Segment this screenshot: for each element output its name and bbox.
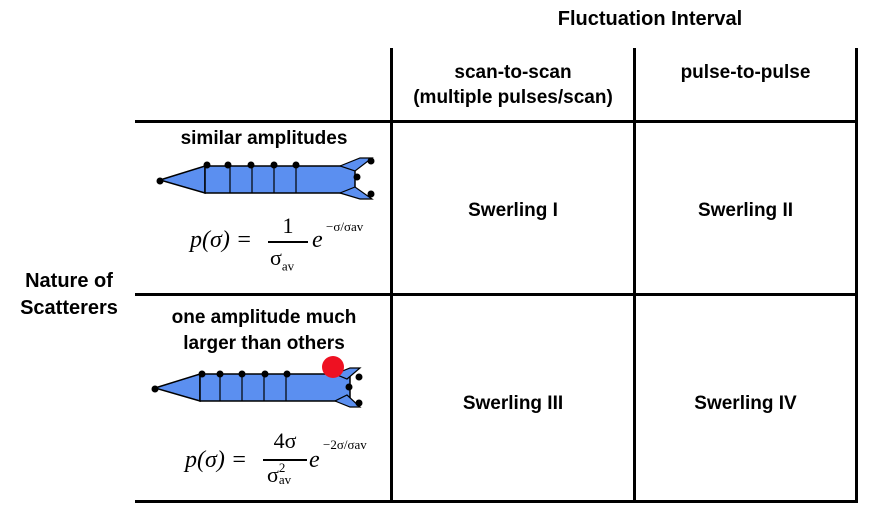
row1-formula-exponent: −σ/σav (326, 219, 364, 234)
grid-line-middle (135, 293, 858, 296)
row2-description: one amplitude much larger than others (138, 305, 390, 357)
row2-den-sup: 2 (278, 460, 286, 475)
row-header-line2: Scatterers (20, 297, 118, 319)
column-header-scan-to-scan: scan-to-scan (multiple pulses/scan) (393, 60, 633, 110)
row2-formula-exponent: −2σ/σav (323, 437, 367, 452)
row1-den-sub: av (281, 258, 295, 274)
grid-line-top (135, 120, 858, 123)
cell-swerling-2: Swerling II (697, 200, 794, 221)
row2-formula-numerator: 4σ (273, 428, 297, 453)
row1-formula-lhs: p(σ) = (190, 227, 253, 253)
grid-line-bottom (135, 500, 858, 503)
nature-of-scatterers-label: Nature of Scatterers (0, 268, 138, 322)
row2-fraction-bar (263, 459, 307, 461)
cell-swerling-4: Swerling IV (694, 393, 797, 414)
cell-swerling-3: Swerling III (462, 393, 564, 414)
grid-line-col2 (633, 48, 636, 503)
grid-line-col1 (390, 48, 393, 503)
row1-formula-numerator: 1 (282, 213, 294, 238)
row1-den-sigma: σ (270, 245, 282, 270)
column-header-scan-line2: (multiple pulses/scan) (413, 87, 613, 108)
row1-formula-denominator: σav (270, 245, 294, 274)
cell-swerling-1: Swerling I (468, 200, 558, 221)
grid-line-col3 (855, 48, 858, 503)
row-header-line1: Nature of (25, 270, 113, 292)
row2-description-line2: larger than others (183, 333, 345, 354)
missile-dominant-scatterer-icon (151, 356, 363, 408)
row1-description: similar amplitudes (180, 128, 348, 149)
row1-formula-e: e (312, 227, 323, 253)
column-header-scan-line1: scan-to-scan (454, 62, 572, 83)
row2-formula-lhs: p(σ) = (185, 447, 248, 473)
row2-den-sub: av (278, 472, 292, 487)
column-header-pulse-line1: pulse-to-pulse (680, 62, 811, 83)
row1-pdf-formula: p(σ) = 1 σav e −σ/σav (190, 213, 385, 275)
row2-den-sigma: σ (267, 462, 279, 487)
row2-formula-e: e (309, 447, 320, 473)
missile-similar-amplitudes-icon (156, 157, 375, 200)
row1-fraction-bar (268, 241, 308, 243)
column-header-pulse-to-pulse: pulse-to-pulse (636, 60, 855, 85)
row2-description-line1: one amplitude much (171, 307, 357, 328)
fluctuation-interval-title: Fluctuation Interval (557, 8, 743, 30)
